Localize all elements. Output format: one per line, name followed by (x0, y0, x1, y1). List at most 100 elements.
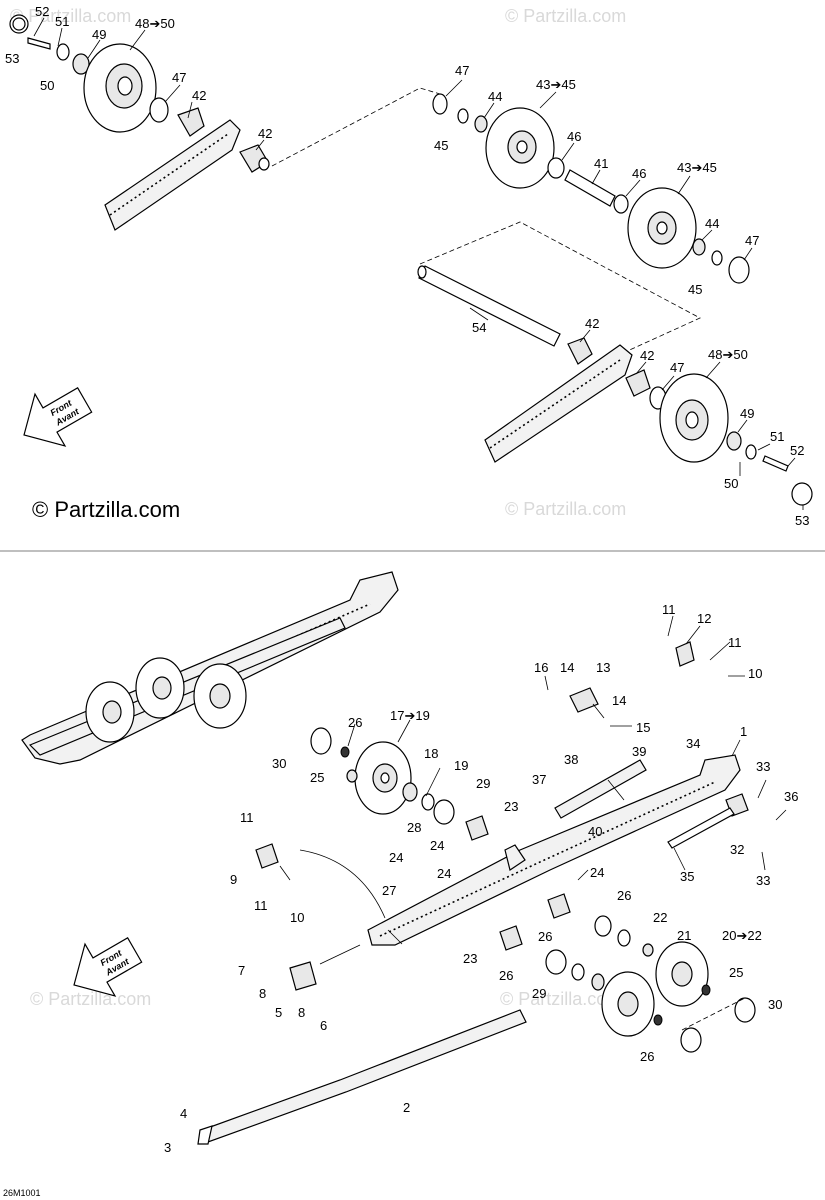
callout: 37 (532, 772, 546, 787)
bearing-44 (692, 238, 706, 256)
nut-26 (653, 1014, 663, 1026)
callout: 14 (612, 693, 626, 708)
watermark: © Partzilla.com (505, 6, 626, 26)
spacer-47 (149, 97, 169, 123)
callout: 36 (784, 789, 798, 804)
callout: 18 (424, 746, 438, 761)
front-arrow-icon (73, 937, 143, 997)
rear-wheel-assembly-top (9, 14, 813, 506)
bracket-9 (255, 843, 279, 869)
callout: 26 (617, 888, 631, 903)
callout: 3 (164, 1140, 171, 1155)
rail-1 (367, 754, 741, 946)
callout: 24 (389, 850, 403, 865)
ring-30 (310, 727, 332, 755)
ring-30 (680, 1027, 702, 1053)
axle-cap-42 (177, 107, 205, 137)
rail-overview-slide (28, 617, 346, 756)
callout: 24 (590, 865, 604, 880)
callout: 27 (382, 883, 396, 898)
callout: 8 (259, 986, 266, 1001)
axle-41 (564, 169, 616, 207)
bearing-49 (726, 431, 742, 451)
wheel-43-bore (516, 140, 528, 154)
overview-wheel-hub (209, 683, 231, 709)
axle-cap-42 (625, 369, 651, 397)
callout: 15 (636, 720, 650, 735)
wheel-20-hub (671, 961, 693, 987)
callout: 42 (258, 126, 272, 141)
callout: 26 (538, 929, 552, 944)
callout: 8 (298, 1005, 305, 1020)
callout: 1 (740, 724, 747, 739)
callout: 30 (272, 756, 286, 771)
callout: 49 (740, 406, 754, 421)
callout: 47 (172, 70, 186, 85)
rail-holes (109, 133, 229, 216)
watermark: © Partzilla.com (10, 6, 131, 26)
callout: 48➔50 (708, 347, 748, 362)
nut-26 (340, 746, 350, 758)
bearing-25 (346, 769, 358, 783)
callout: 21 (677, 928, 691, 943)
watermark: © Partzilla.com (30, 989, 151, 1009)
mount-23 (547, 893, 571, 919)
ring-21 (617, 929, 631, 947)
suspension-assembly-bottom (21, 571, 756, 1145)
callout: 20➔22 (722, 928, 762, 943)
callout: 4 (180, 1106, 187, 1121)
callout: 26 (640, 1049, 654, 1064)
callout: 41 (594, 156, 608, 171)
callout: 26 (499, 968, 513, 983)
callout: 48➔50 (135, 16, 175, 31)
callout: 43➔45 (536, 77, 576, 92)
ring-30 (734, 997, 756, 1023)
callout: 17➔19 (390, 708, 430, 723)
callout: 29 (476, 776, 490, 791)
spacer-47 (432, 93, 448, 115)
callout: 10 (290, 910, 304, 925)
callout: 52 (790, 443, 804, 458)
callout: 19 (454, 758, 468, 773)
callout: 39 (632, 744, 646, 759)
callout: 42 (585, 316, 599, 331)
bearing (591, 973, 605, 991)
washer-45 (711, 250, 723, 266)
callout: 40 (588, 824, 602, 839)
mount-23 (465, 815, 489, 841)
callout: 29 (532, 986, 546, 1001)
axle-cap-end (258, 157, 270, 171)
callout: 49 (92, 27, 106, 42)
axle-cap-42 (567, 337, 593, 365)
callout: 46 (567, 129, 581, 144)
spacer-29 (545, 949, 567, 975)
callout: 47 (670, 360, 684, 375)
callout: 9 (230, 872, 237, 887)
ring-19 (421, 793, 435, 811)
washer-51 (56, 43, 70, 61)
callout: 32 (730, 842, 744, 857)
overview-wheel-hub (152, 676, 172, 700)
bolt-52 (762, 455, 789, 472)
callout: 22 (653, 910, 667, 925)
wheel-43-bore (656, 221, 668, 235)
top-callouts: 52 51 53 49 48➔50 50 47 42 42 47 44 43➔4… (5, 4, 809, 528)
slide-tip (197, 1125, 213, 1145)
callout: 16 (534, 660, 548, 675)
callout: 6 (320, 1018, 327, 1033)
stopper-13 (569, 687, 599, 713)
bearing (642, 943, 654, 957)
bottom-leaders (279, 615, 787, 945)
bottom-callouts: 11 12 11 10 16 14 13 14 15 1 17➔19 26 30… (164, 602, 798, 1155)
rod-35 (667, 807, 735, 849)
callout: 47 (455, 63, 469, 78)
copyright: © Partzilla.com (32, 497, 180, 522)
idler-wheel-bore (685, 411, 699, 429)
assembly-line (419, 221, 701, 359)
rail-bracket (504, 844, 526, 871)
callout: 23 (463, 951, 477, 966)
wheel-20-hub (617, 991, 639, 1017)
washer-51 (745, 444, 757, 460)
slider-37 (554, 759, 647, 819)
callout: 7 (238, 963, 245, 978)
